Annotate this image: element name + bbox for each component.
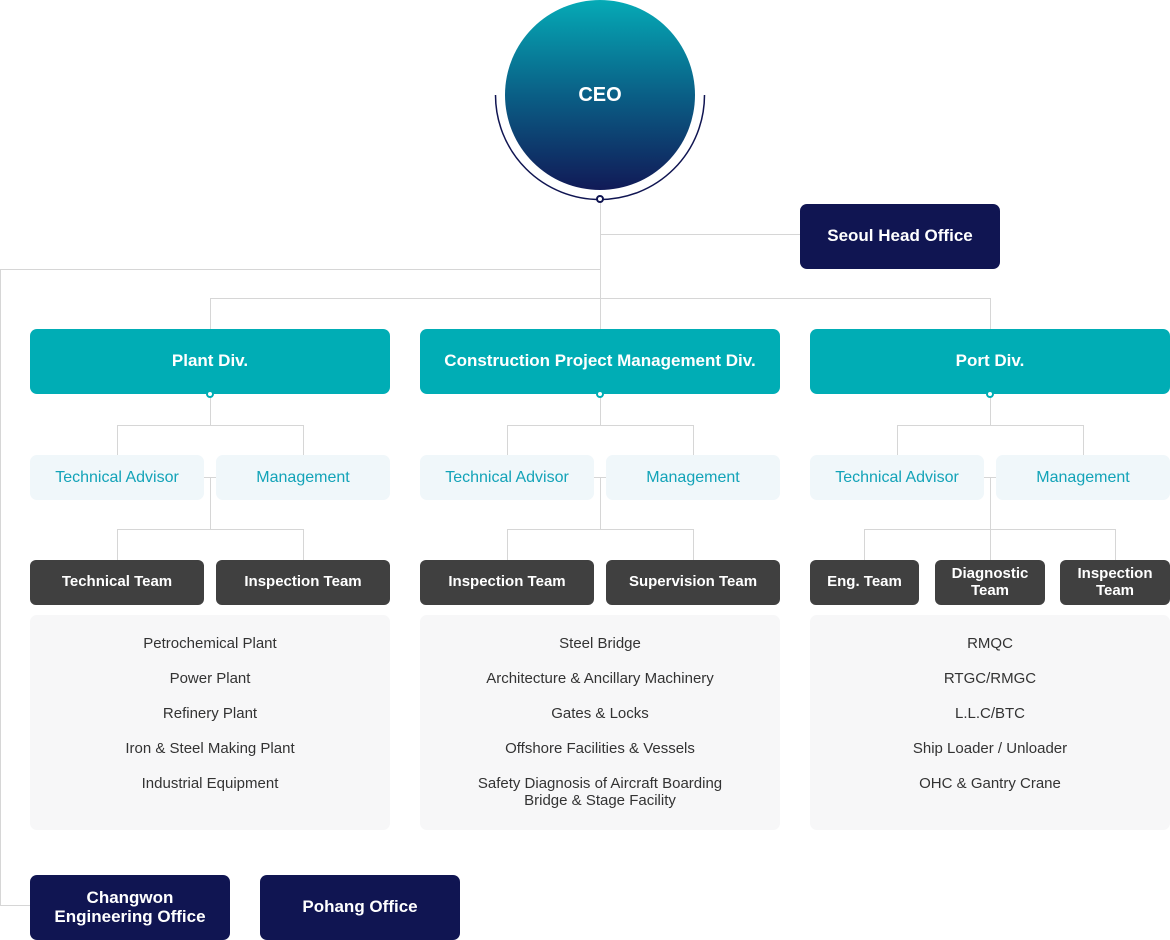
division-bar-line [210, 298, 991, 329]
ceo-connector-dot [596, 195, 604, 203]
port-team-line [864, 477, 1116, 560]
plant-advisor-line [117, 397, 304, 455]
list-item: Industrial Equipment [141, 775, 279, 792]
cpm-technical-advisor: Technical Advisor [420, 455, 594, 500]
cpm-management: Management [606, 455, 780, 500]
plant-inspection-team: Inspection Team [216, 560, 390, 605]
list-item: OHC & Gantry Crane [919, 775, 1061, 792]
list-item: Ship Loader / Unloader [912, 740, 1068, 757]
ceo-label: CEO [578, 84, 622, 106]
list-item: L.L.C/BTC [954, 705, 1026, 722]
cpm-supervision-team: Supervision Team [606, 560, 780, 605]
plant-technical-team: Technical Team [30, 560, 204, 605]
cpm-scope-list: Steel Bridge Architecture & Ancillary Ma… [420, 615, 780, 830]
plant-scope-list: Petrochemical Plant Power Plant Refinery… [30, 615, 390, 830]
list-item: Safety Diagnosis of Aircraft Boarding Br… [477, 775, 723, 809]
port-diagnostic-team: Diagnostic Team [935, 560, 1045, 605]
division-plant: Plant Div. [30, 329, 390, 394]
port-technical-advisor: Technical Advisor [810, 455, 984, 500]
ceo-node: CEO [505, 0, 695, 190]
list-item: RTGC/RMGC [943, 670, 1037, 687]
cpm-inspection-team: Inspection Team [420, 560, 594, 605]
changwon-engineering-office: Changwon Engineering Office [30, 875, 230, 940]
division-port: Port Div. [810, 329, 1170, 394]
list-item: Offshore Facilities & Vessels [505, 740, 695, 757]
cpm-team-line [507, 477, 694, 560]
plant-connector-dot [206, 390, 214, 398]
cpm-advisor-line [507, 397, 694, 455]
list-item: Petrochemical Plant [143, 635, 277, 652]
list-item: Iron & Steel Making Plant [125, 740, 295, 757]
plant-technical-advisor: Technical Advisor [30, 455, 204, 500]
port-inspection-team: Inspection Team [1060, 560, 1170, 605]
port-scope-list: RMQC RTGC/RMGC L.L.C/BTC Ship Loader / U… [810, 615, 1170, 830]
port-connector-dot [986, 390, 994, 398]
port-eng-team: Eng. Team [810, 560, 919, 605]
list-item: Steel Bridge [559, 635, 641, 652]
plant-team-line [117, 477, 304, 560]
plant-management: Management [216, 455, 390, 500]
port-management: Management [996, 455, 1170, 500]
list-item: Architecture & Ancillary Machinery [486, 670, 714, 687]
port-advisor-line [897, 397, 1084, 455]
changwon-rail-line [0, 269, 601, 906]
list-item: RMQC [967, 635, 1013, 652]
list-item: Gates & Locks [551, 705, 649, 722]
cpm-connector-dot [596, 390, 604, 398]
pohang-office: Pohang Office [260, 875, 460, 940]
list-item: Refinery Plant [162, 705, 258, 722]
list-item: Power Plant [169, 670, 251, 687]
division-construction-project-management: Construction Project Management Div. [420, 329, 780, 394]
seoul-head-office: Seoul Head Office [800, 204, 1000, 269]
